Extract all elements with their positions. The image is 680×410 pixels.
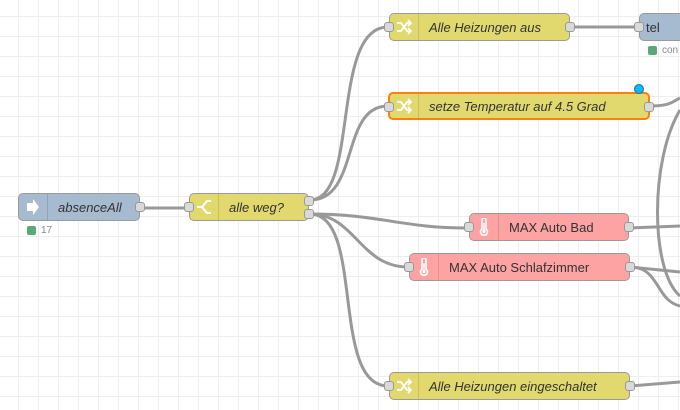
alle-weg-output-port-1[interactable] <box>304 196 314 206</box>
node-changed-indicator <box>634 84 644 94</box>
thermometer-icon <box>410 254 439 280</box>
alle-heizungen-eingeschaltet-label: Alle Heizungen eingeschaltet <box>429 378 597 394</box>
alle-weg-output-port-2[interactable] <box>304 209 314 219</box>
tel-status: con <box>648 45 678 56</box>
alle-heizungen-aus-output-port[interactable] <box>565 22 575 32</box>
shuffle-icon <box>390 94 419 118</box>
alle-heizungen-eingeschaltet-node[interactable]: Alle Heizungen eingeschaltet <box>384 372 635 400</box>
absence-all-status-text: 17 <box>41 225 53 236</box>
max-auto-bad-node[interactable]: MAX Auto Bad <box>464 213 634 241</box>
shuffle-icon <box>390 373 419 399</box>
wire-max-schlaf-out-b <box>629 265 680 308</box>
switch-icon <box>190 194 219 220</box>
wire-setze-temp-down <box>656 109 680 298</box>
shuffle-icon <box>390 14 419 40</box>
status-dot <box>27 226 36 235</box>
tel-status-text: con <box>662 45 679 56</box>
alle-weg-input-port[interactable] <box>184 202 194 212</box>
wire-alle-ein-out <box>629 380 680 388</box>
alle-weg-label: alle weg? <box>229 199 284 215</box>
alle-heizungen-aus-label: Alle Heizungen aus <box>429 19 542 35</box>
setze-temperatur-output-port[interactable] <box>644 102 654 112</box>
wire-switch2-to-max-schlaf <box>309 212 409 269</box>
max-auto-schlafzimmer-label: MAX Auto Schlafzimmer <box>449 259 590 275</box>
thermometer-icon <box>470 214 499 240</box>
max-auto-bad-output-port[interactable] <box>624 222 634 232</box>
alle-heizungen-eingeschaltet-output-port[interactable] <box>625 381 635 391</box>
status-dot <box>648 46 657 55</box>
tel-node[interactable]: tel <box>634 13 680 41</box>
inject-arrow-icon <box>19 194 48 220</box>
setze-temperatur-label: setze Temperatur auf 4.5 Grad <box>429 98 606 114</box>
alle-heizungen-aus-input-port[interactable] <box>384 22 394 32</box>
setze-temperatur-input-port[interactable] <box>384 102 394 112</box>
max-auto-bad-label: MAX Auto Bad <box>509 219 594 235</box>
alle-weg-switch-node[interactable]: alle weg? <box>184 193 314 221</box>
setze-temperatur-node[interactable]: setze Temperatur auf 4.5 Grad <box>384 92 654 120</box>
wire-switch1-to-setze-temp <box>309 104 389 202</box>
absence-all-status: 17 <box>27 225 52 236</box>
wire-switch2-to-alle-ein <box>309 212 389 388</box>
tel-input-port[interactable] <box>634 22 644 32</box>
wire-max-bad-out <box>629 224 680 230</box>
wire-switch2-to-max-bad <box>309 212 469 230</box>
absence-all-node[interactable]: absenceAll <box>18 193 145 221</box>
tel-label: tel <box>646 19 660 35</box>
wire-setze-temp-out <box>649 96 680 108</box>
absence-all-output-port[interactable] <box>135 202 145 212</box>
alle-heizungen-aus-node[interactable]: Alle Heizungen aus <box>384 13 575 41</box>
alle-heizungen-eingeschaltet-input-port[interactable] <box>384 381 394 391</box>
max-auto-schlafzimmer-output-port[interactable] <box>625 262 635 272</box>
max-auto-bad-input-port[interactable] <box>464 222 474 232</box>
absence-all-label: absenceAll <box>58 199 122 215</box>
max-auto-schlafzimmer-input-port[interactable] <box>404 262 414 272</box>
wire-switch1-to-alle-aus <box>309 25 389 202</box>
max-auto-schlafzimmer-node[interactable]: MAX Auto Schlafzimmer <box>404 253 635 281</box>
